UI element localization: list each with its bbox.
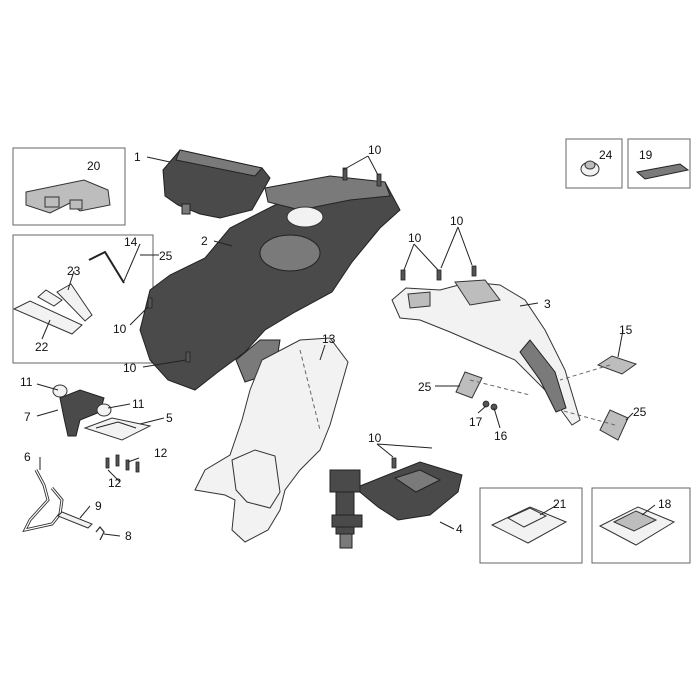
callout-9: 9 xyxy=(95,499,102,513)
callout-10-left-a: 10 xyxy=(113,322,127,336)
callout-8: 8 xyxy=(125,529,132,543)
callout-21: 21 xyxy=(553,497,567,511)
callout-1: 1 xyxy=(134,150,141,164)
callout-6: 6 xyxy=(24,450,31,464)
callout-16: 16 xyxy=(494,429,508,443)
callout-10-bottom: 10 xyxy=(368,431,382,445)
callout-24: 24 xyxy=(599,148,613,162)
callout-11-right: 11 xyxy=(132,397,145,411)
part-13-inner-shield xyxy=(194,337,349,543)
callout-5: 5 xyxy=(166,411,173,425)
inset-box-24 xyxy=(565,138,623,189)
callout-12-right: 12 xyxy=(154,446,168,460)
callout-13: 13 xyxy=(322,332,336,346)
inset-box-14-22-23 xyxy=(12,234,154,364)
callout-10-left-b: 10 xyxy=(123,361,137,375)
part-16-17-nuts xyxy=(482,400,498,411)
callout-25-inset: 25 xyxy=(159,249,173,263)
callout-11-left: 11 xyxy=(20,375,33,389)
inset-box-20 xyxy=(12,147,126,226)
callout-7: 7 xyxy=(24,410,31,424)
part-25-pad-left xyxy=(455,371,483,399)
callout-17: 17 xyxy=(469,415,483,429)
part-15-pad xyxy=(596,355,638,375)
callout-20: 20 xyxy=(87,159,101,173)
callout-10-right-b: 10 xyxy=(408,231,422,245)
callout-14: 14 xyxy=(124,235,138,249)
callout-labels: 1 2 3 4 5 6 7 8 9 10 10 10 10 10 10 11 1… xyxy=(20,143,672,543)
callout-12-left: 12 xyxy=(108,476,122,490)
callout-15: 15 xyxy=(619,323,633,337)
part-3-mudguard xyxy=(391,279,581,426)
inset-box-19 xyxy=(627,138,691,189)
part-4-bracket xyxy=(329,461,463,549)
part-12-screws xyxy=(105,454,140,473)
callout-23: 23 xyxy=(67,264,81,278)
part-10-bolts xyxy=(147,167,477,469)
callout-10-right-a: 10 xyxy=(450,214,464,228)
callout-19: 19 xyxy=(639,148,653,162)
callout-25-left: 25 xyxy=(418,380,432,394)
part-2-compartment xyxy=(139,175,401,391)
callout-10-top: 10 xyxy=(368,143,382,157)
inset-box-18 xyxy=(591,487,691,564)
part-5-plate xyxy=(83,417,152,441)
part-7-hook xyxy=(52,384,112,437)
inset-box-21 xyxy=(479,487,583,564)
callout-2: 2 xyxy=(201,234,208,248)
part-6-wire-clip xyxy=(22,469,64,533)
callout-18: 18 xyxy=(658,497,672,511)
part-1-cover xyxy=(162,149,271,219)
leader-lines xyxy=(36,155,656,537)
callout-4: 4 xyxy=(456,522,463,536)
callout-25-right: 25 xyxy=(633,405,647,419)
part-9-pin xyxy=(57,511,93,529)
callout-22: 22 xyxy=(35,340,49,354)
callout-3: 3 xyxy=(544,297,551,311)
part-8-clip xyxy=(95,525,105,541)
